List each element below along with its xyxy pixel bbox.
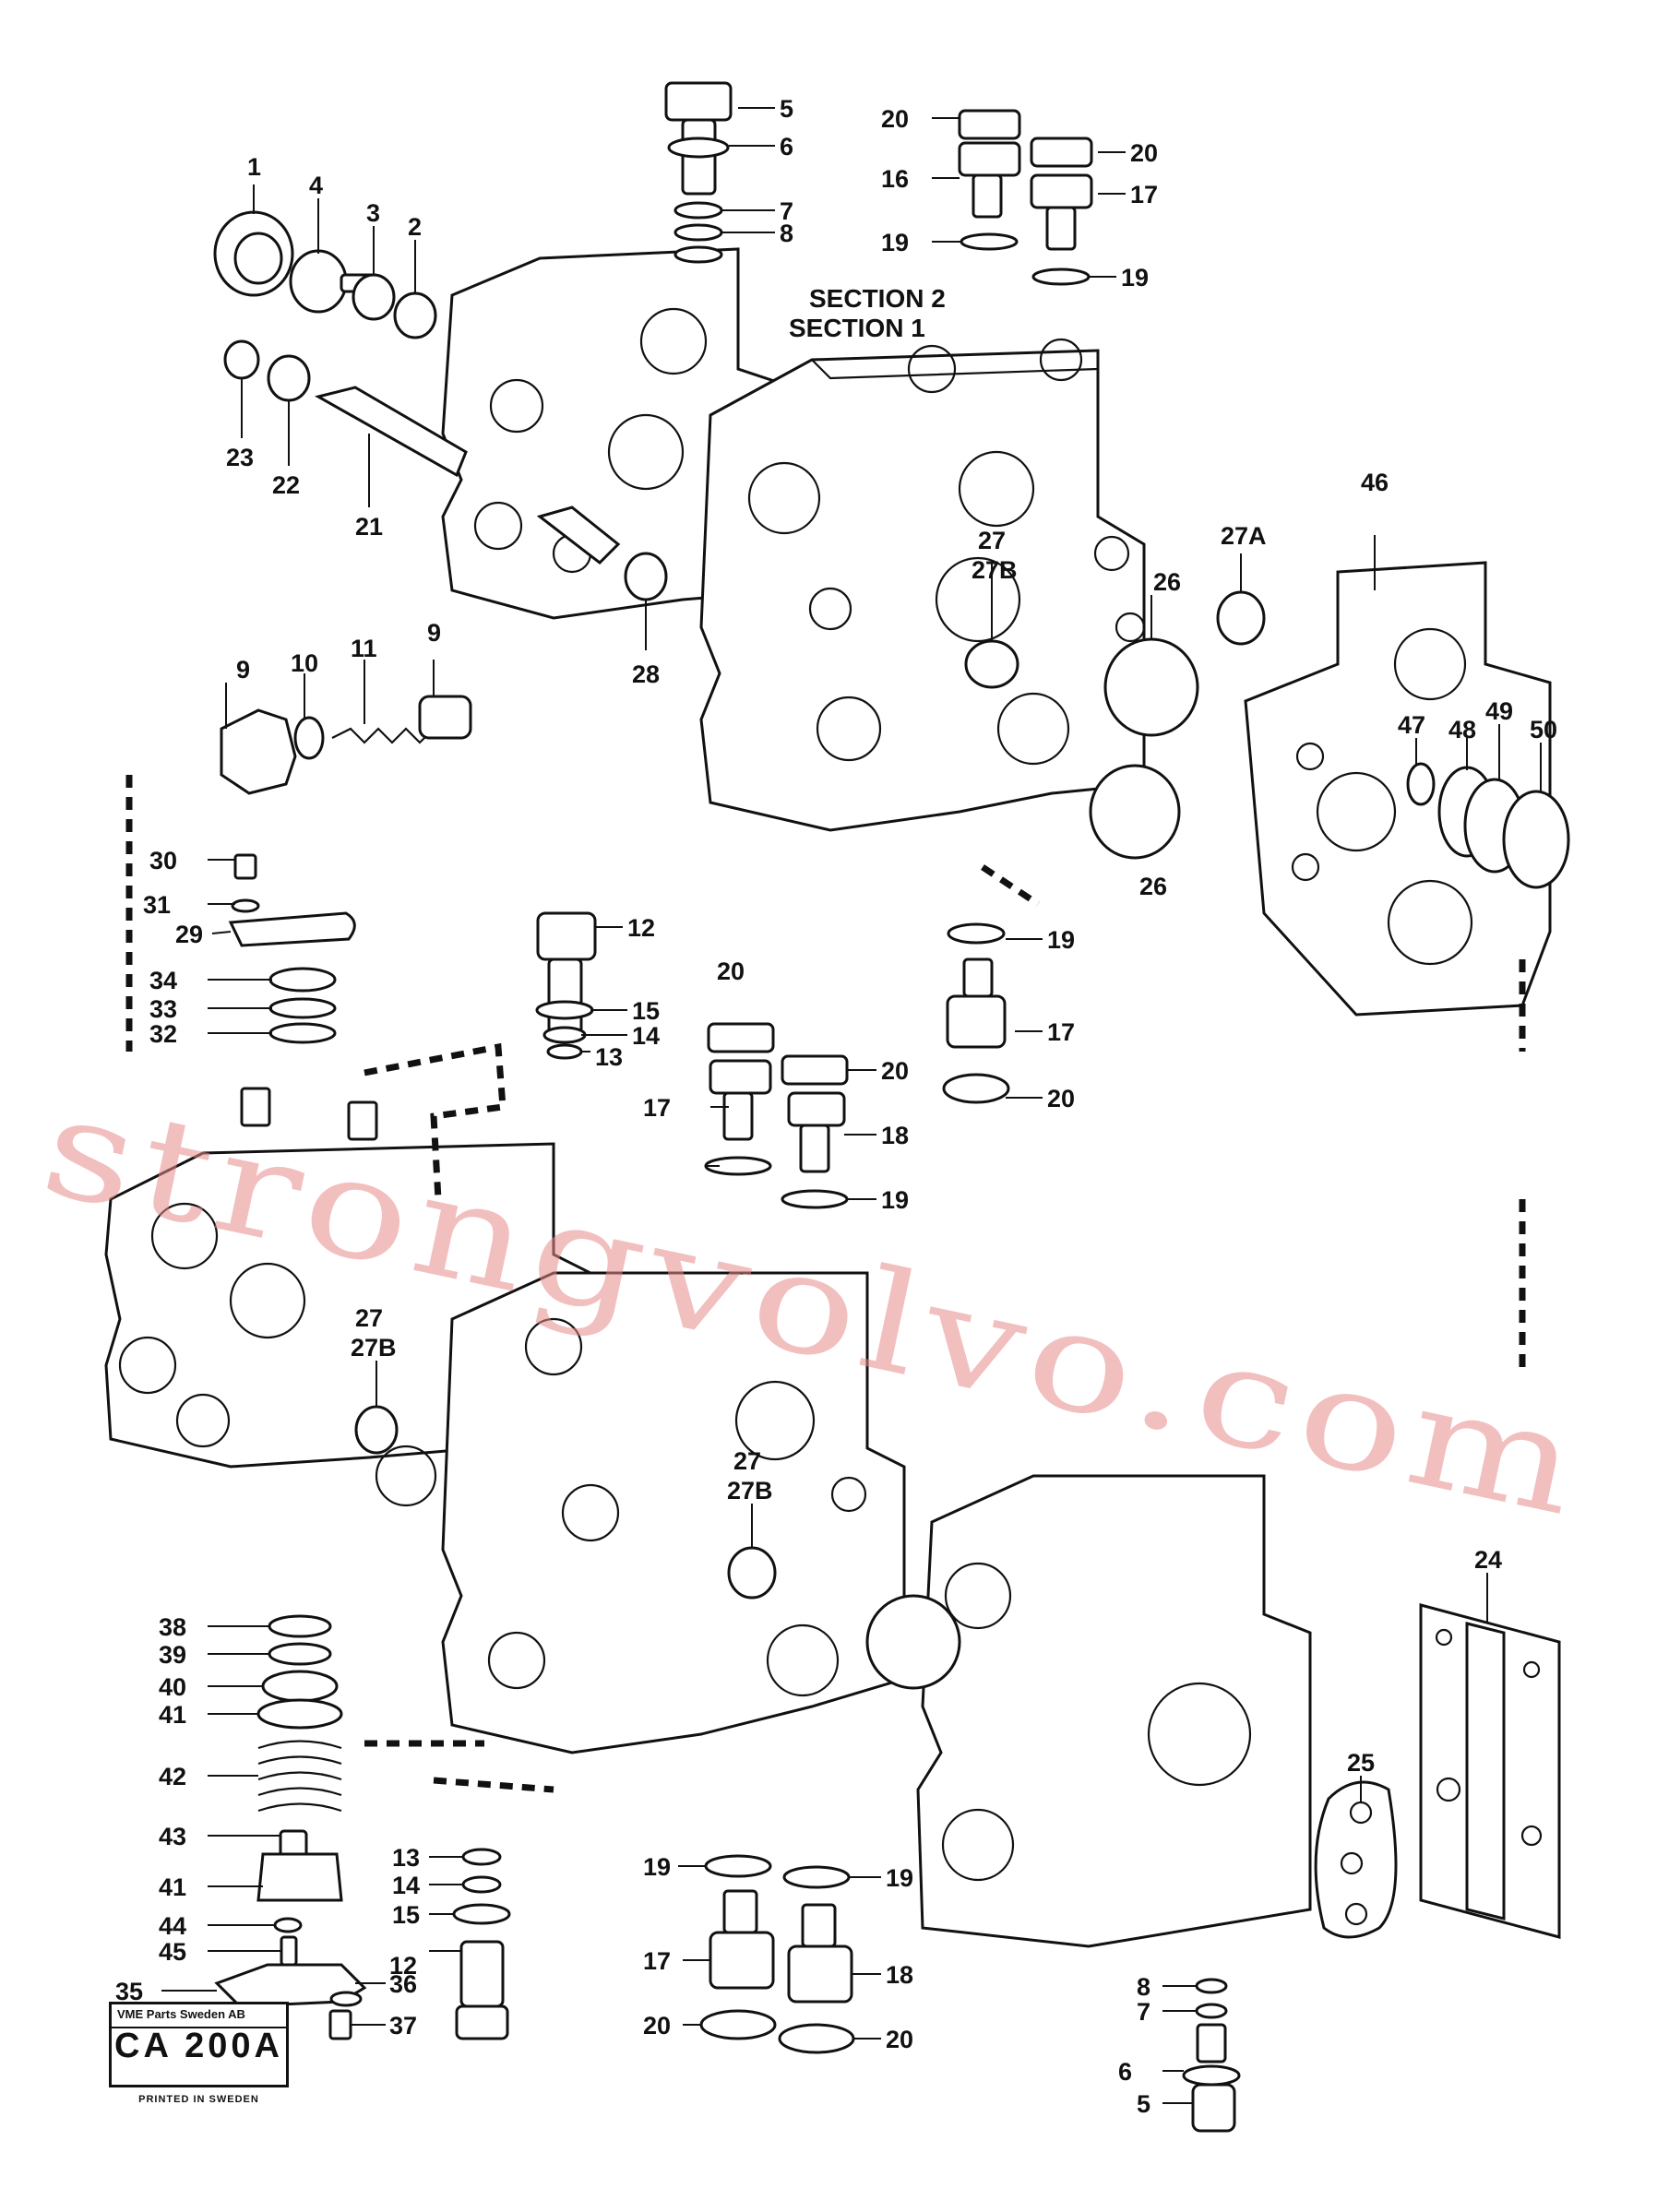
callout-label: 17 [643,1094,671,1122]
callout-label: 19 [881,1186,909,1214]
callout-label: 12 [389,1952,417,1980]
callout-label: 20 [881,105,909,133]
cover-plate-assembly [1244,561,1570,1017]
callout-label: 39 [159,1641,186,1669]
callout-label: 5 [1137,2090,1150,2118]
callout-label: 4 [309,172,323,199]
callout-label: 20 [886,2026,913,2053]
callout-label: 1 [247,153,261,181]
callout-label: 30 [149,847,177,874]
dashed-connectors [125,775,1526,1793]
callout-label: 29 [175,921,203,948]
callout-label: 42 [159,1763,186,1790]
leader-lines [161,107,1542,2104]
callout-label: 46 [1361,469,1389,496]
callout-label: 20 [1047,1085,1075,1112]
callout-label: 19 [886,1864,913,1892]
callout-label: 43 [159,1823,186,1850]
callout-label: 19 [881,229,909,256]
callout-label: 17 [643,1947,671,1975]
callout-label: 19 [1047,926,1075,954]
callout-label: 17 [1130,181,1158,208]
callout-label: 10 [291,649,318,677]
callout-label: 3 [366,199,380,227]
callout-label: 11 [351,635,377,662]
callout-label: 12 [627,914,655,942]
callout-label: 18 [881,1122,909,1149]
stamp-company: VME Parts Sweden AB [117,2007,245,2021]
callout-label: 24 [1474,1546,1502,1574]
stamp-sheet-code: CA 200A [114,2027,283,2065]
callout-label: 6 [780,133,793,161]
callout-label: 22 [272,471,300,499]
callout-label: 19 [643,1853,671,1881]
section-label-1: SECTION 1 [789,314,925,342]
stamp-divider [112,2027,286,2028]
callout-label: 2 [408,213,422,241]
callout-label: 48 [1448,716,1476,743]
callout-label: 19 [1121,264,1149,291]
callout-label: 6 [1118,2058,1132,2086]
callout-label: 16 [881,165,909,193]
callout-label: 9 [427,619,441,647]
callout-label: 26 [1139,873,1167,900]
callout-label: 27B [727,1477,773,1504]
callout-label: 7 [1137,1998,1150,2026]
callout-label: 9 [236,656,250,684]
callout-label: 50 [1530,716,1557,743]
callout-label: 27B [351,1334,397,1362]
callout-label: 33 [149,995,177,1023]
section-label-2: SECTION 2 [809,284,946,313]
callout-label: 25 [1347,1749,1375,1777]
callout-label: 27 [355,1304,383,1332]
callout-label: 37 [389,2012,417,2040]
upper-small-parts [213,81,1266,1104]
callout-label: 47 [1398,711,1425,739]
callout-label: 15 [632,997,660,1025]
lower-valve-block [104,1087,1312,1948]
callout-label: 41 [159,1873,186,1901]
callout-label: 27 [978,527,1006,554]
callout-label: 17 [1047,1018,1075,1046]
callout-label: 14 [392,1872,420,1899]
callout-label: 40 [159,1673,186,1701]
title-stamp: VME Parts Sweden AB CA 200A PRINTED IN S… [109,2002,289,2105]
callout-label: 27B [972,556,1018,584]
callout-label: 20 [1130,139,1158,167]
callout-label: 13 [595,1043,623,1071]
callout-label: 23 [226,444,254,471]
callout-label: 34 [149,967,177,994]
callout-label: 45 [159,1938,186,1966]
callout-label: 5 [780,95,793,123]
callout-label: 20 [643,2012,671,2040]
callout-label: 44 [159,1912,186,1940]
callout-label: 21 [355,513,383,541]
callout-label: 20 [717,957,745,985]
callout-label: 36 [389,1970,417,1998]
callout-label: 31 [143,891,171,919]
callout-label: 41 [159,1701,186,1729]
callout-label: 14 [632,1022,660,1050]
callout-label: 27 [733,1447,761,1475]
callout-label: 18 [886,1961,913,1989]
stamp-printed: PRINTED IN SWEDEN [138,2094,259,2105]
callout-labels: 5 6 7 8 20 16 19 20 17 19 1 4 3 2 23 22 … [115,95,1557,2118]
callout-label: 38 [159,1613,186,1641]
callout-label: 27A [1221,522,1267,550]
callout-label: 35 [115,1978,143,2005]
callout-label: 15 [392,1901,420,1929]
callout-label: 20 [881,1057,909,1085]
callout-label: 7 [780,197,793,225]
callout-label: 32 [149,1020,177,1048]
callout-label: 13 [392,1844,420,1872]
callout-label: 26 [1153,568,1181,596]
upper-valve-block [441,247,1146,832]
callout-label: 8 [1137,1973,1150,2001]
callout-label: 49 [1485,697,1513,725]
callout-label: 28 [632,660,660,688]
callout-label: 8 [780,220,793,247]
